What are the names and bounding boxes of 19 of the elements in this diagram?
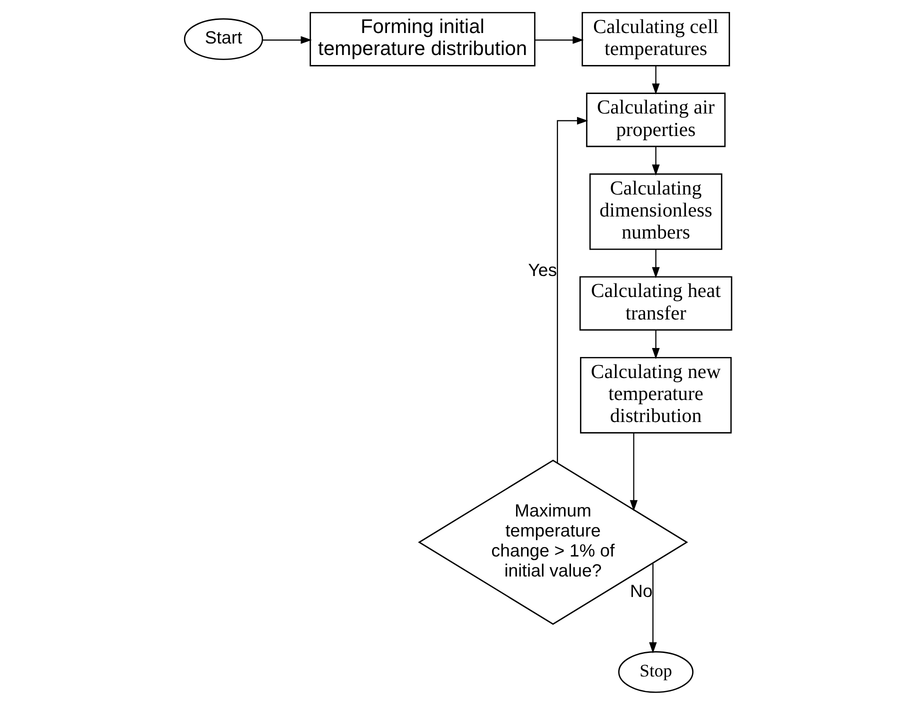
arrow <box>652 146 660 176</box>
node-box: Calculating air properties <box>586 92 726 148</box>
arrow <box>652 330 660 360</box>
node-box: Calculating new temperature distribution <box>580 356 732 434</box>
arrow <box>652 250 660 278</box>
node-ellipse: Start <box>184 18 264 60</box>
arrow <box>652 66 660 95</box>
node-box: Calculating dimensionless numbers <box>589 173 722 250</box>
arrow <box>630 433 638 512</box>
edge-label: Yes <box>528 260 557 280</box>
node-box: Calculating cell temperatures <box>582 12 730 66</box>
arrow <box>649 563 657 654</box>
edge-label: No <box>630 581 653 602</box>
node-box: Calculating heat transfer <box>579 276 732 331</box>
node-ellipse: Stop <box>618 651 694 693</box>
arrow <box>556 116 588 463</box>
node-box: Forming initial temperature distribution <box>310 12 536 66</box>
arrow <box>262 36 312 44</box>
arrow <box>535 36 584 44</box>
